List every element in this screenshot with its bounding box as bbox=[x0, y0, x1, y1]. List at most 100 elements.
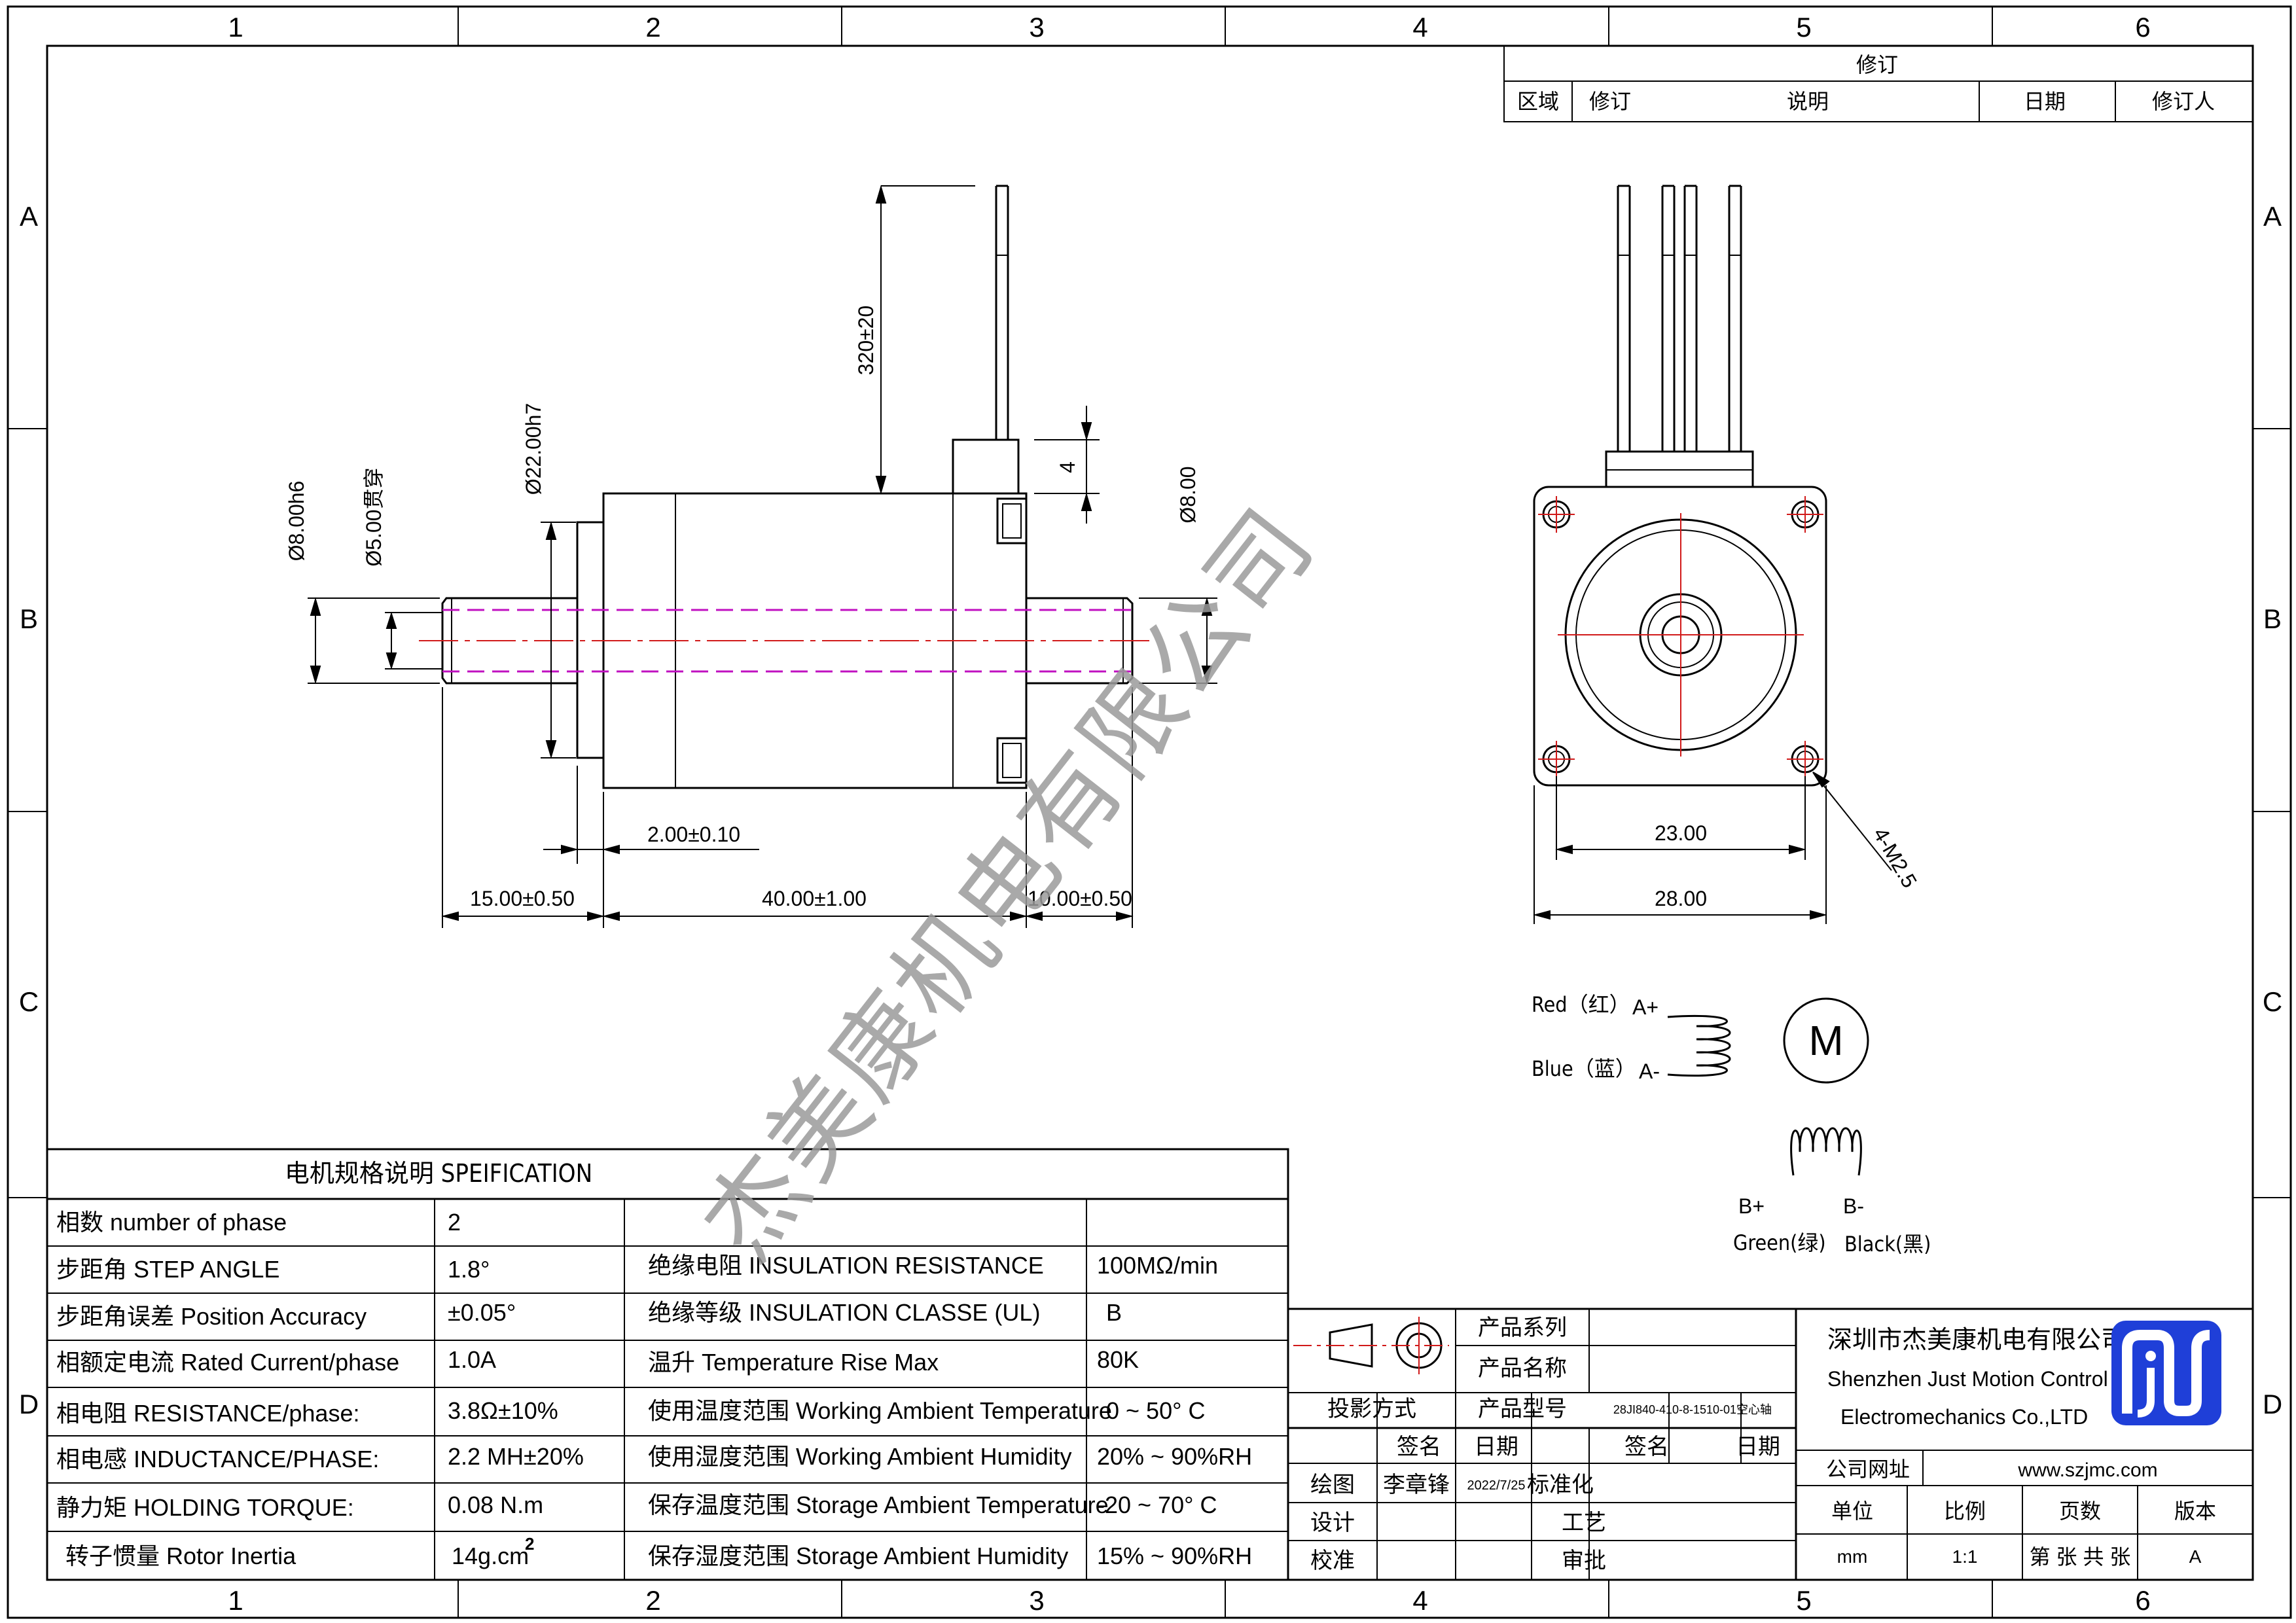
dim-body-length: 40.00±1.00 bbox=[762, 887, 867, 910]
revision-header: 修订 bbox=[1589, 90, 1631, 113]
pages-value: 第 张 共 张 bbox=[2030, 1545, 2131, 1569]
col-label: 2 bbox=[645, 1585, 660, 1616]
row-label: C bbox=[2263, 986, 2282, 1017]
col-label: 4 bbox=[1412, 12, 1427, 43]
col-label: 6 bbox=[2135, 12, 2150, 43]
revision-header: 日期 bbox=[2024, 90, 2066, 113]
spec-param-value: 20% ~ 90%RH bbox=[1097, 1443, 1252, 1470]
spec-param-name: 绝缘等级 INSULATION CLASSE (UL) bbox=[648, 1299, 1040, 1326]
spec-param-value: ±0.05° bbox=[448, 1299, 516, 1326]
col-label: 6 bbox=[2135, 1585, 2150, 1616]
col-label: 1 bbox=[228, 12, 243, 43]
wire-blue-label: Blue（蓝） bbox=[1532, 1056, 1636, 1081]
dim-lead-exit: 4 bbox=[1056, 461, 1079, 473]
spec-param-name: 使用湿度范围 Working Ambient Humidity bbox=[648, 1443, 1072, 1470]
side-dimension-labels: 320±20 4 Ø8.00h6 Ø5.00贯穿 Ø22.00h7 Ø8.00 … bbox=[285, 306, 1200, 910]
spec-param-name: 相数 number of phase bbox=[56, 1209, 287, 1236]
hidden-bore bbox=[442, 609, 1132, 673]
approve-label: 审批 bbox=[1562, 1548, 1606, 1573]
dim-rear-shaft: 10.00±0.50 bbox=[1028, 887, 1132, 910]
draw-label: 绘图 bbox=[1310, 1472, 1355, 1497]
date-header: 日期 bbox=[1474, 1435, 1518, 1459]
title-block: 产品系列 产品名称 投影方式 产品型号 28JI840-410-8-1510-0… bbox=[1287, 1308, 2254, 1581]
spec-param-name: 相电感 INDUCTANCE/PHASE: bbox=[56, 1446, 379, 1472]
dim-boss-dia: Ø22.00h7 bbox=[522, 403, 545, 495]
spec-param-name: 绝缘电阻 INSULATION RESISTANCE bbox=[648, 1252, 1044, 1279]
sign-header: 签名 bbox=[1624, 1435, 1669, 1459]
drawer-name: 李章锋 bbox=[1383, 1472, 1450, 1497]
spec-param-name: 温升 Temperature Rise Max bbox=[648, 1349, 939, 1376]
sign-header: 签名 bbox=[1397, 1435, 1441, 1459]
website-label: 公司网址 bbox=[1826, 1457, 1910, 1481]
spec-table: 电机规格说明 SPEIFICATION 相数 number of phase 2… bbox=[46, 1148, 1289, 1581]
side-dimensions bbox=[308, 185, 1217, 928]
dim-lead-length: 320±20 bbox=[854, 306, 878, 376]
company-name-cn: 深圳市杰美康机电有限公司 bbox=[1827, 1327, 2126, 1354]
company-name-en: Shenzhen Just Motion Control bbox=[1827, 1367, 2108, 1391]
product-series-label: 产品系列 bbox=[1478, 1315, 1567, 1340]
front-dimension-labels: 23.00 28.00 4-M2.5 bbox=[1655, 821, 1922, 910]
dim-shaft-dia-right: Ø8.00 bbox=[1176, 466, 1200, 523]
scale-label: 比例 bbox=[1944, 1499, 1986, 1523]
website-value: www.szjmc.com bbox=[2017, 1459, 2157, 1481]
revision-title: 修订 bbox=[1856, 53, 1898, 77]
motor-label: M bbox=[1808, 1017, 1843, 1064]
col-label: 3 bbox=[1029, 12, 1044, 43]
frame-labels: 1 2 3 4 5 6 1 2 3 4 5 6 A B C D A B C D bbox=[19, 12, 2282, 1616]
projection-label: 投影方式 bbox=[1327, 1397, 1416, 1421]
wire-red-label: Red（红） bbox=[1532, 992, 1630, 1017]
dim-boss-length: 2.00±0.10 bbox=[647, 823, 740, 846]
motor-symbol bbox=[1783, 997, 1869, 1084]
col-label: 5 bbox=[1796, 1585, 1811, 1616]
spec-param-name: 静力矩 HOLDING TORQUE: bbox=[56, 1494, 354, 1521]
spec-param-value: 3.8Ω±10% bbox=[448, 1397, 558, 1424]
spec-param-value: 80K bbox=[1097, 1346, 1139, 1373]
spec-param-value: -20 ~ 70° C bbox=[1097, 1491, 1217, 1518]
row-label: B bbox=[20, 603, 38, 634]
spec-param-value: 1.8° bbox=[448, 1256, 490, 1283]
col-label: 3 bbox=[1029, 1585, 1044, 1616]
process-label: 工艺 bbox=[1562, 1510, 1606, 1535]
dim-front-shaft: 15.00±0.50 bbox=[470, 887, 575, 910]
front-centerlines bbox=[1538, 496, 1823, 777]
spec-param-name: 步距角 STEP ANGLE bbox=[56, 1256, 279, 1283]
spec-param-value: 1.0A bbox=[448, 1346, 496, 1373]
watermark: 杰美康机电有限公司 bbox=[683, 488, 1335, 1279]
version-value: A bbox=[2189, 1546, 2202, 1567]
spec-param-name: 使用温度范围 Working Ambient Temperature bbox=[648, 1397, 1112, 1424]
date-header: 日期 bbox=[1736, 1435, 1780, 1459]
row-label: A bbox=[2263, 201, 2282, 232]
side-view bbox=[441, 185, 1134, 789]
dim-flange-size: 28.00 bbox=[1655, 887, 1707, 910]
spec-param-value: 14g.cm bbox=[452, 1543, 529, 1569]
row-label: A bbox=[20, 201, 38, 232]
revision-header: 区域 bbox=[1517, 90, 1559, 113]
spec-param-name: 保存温度范围 Storage Ambient Temperature bbox=[648, 1491, 1109, 1518]
phase-a-plus: A+ bbox=[1632, 995, 1659, 1019]
wiring-diagram: Red（红） Blue（蓝） A+ A- B+ B- Green(绿) Blac… bbox=[1532, 992, 1931, 1257]
row-label: D bbox=[2263, 1389, 2282, 1419]
revision-header: 修订人 bbox=[2152, 90, 2215, 113]
spec-param-name: 保存湿度范围 Storage Ambient Humidity bbox=[648, 1543, 1068, 1569]
dim-thread: 4-M2.5 bbox=[1869, 823, 1922, 891]
draw-date: 2022/7/25 bbox=[1467, 1478, 1526, 1493]
col-label: 4 bbox=[1412, 1585, 1427, 1616]
dim-bore-dia: Ø5.00贯穿 bbox=[362, 467, 386, 566]
spec-param-value: B bbox=[1106, 1299, 1122, 1326]
product-model-value: 28JI840-410-8-1510-01空心轴 bbox=[1613, 1403, 1772, 1416]
standard-label: 标准化 bbox=[1527, 1472, 1594, 1497]
spec-param-name: 转子惯量 Rotor Inertia bbox=[65, 1543, 296, 1569]
design-label: 设计 bbox=[1310, 1510, 1355, 1535]
row-label: C bbox=[19, 986, 39, 1017]
dim-shaft-dia: Ø8.00h6 bbox=[285, 481, 308, 562]
company-name-en: Electromechanics Co.,LTD bbox=[1840, 1405, 2088, 1429]
projection-symbol bbox=[1293, 1317, 1449, 1374]
product-model-label: 产品型号 bbox=[1478, 1397, 1567, 1421]
front-dimensions bbox=[1533, 772, 1892, 924]
phase-b-minus: B- bbox=[1843, 1194, 1864, 1218]
unit-label: 单位 bbox=[1831, 1499, 1873, 1523]
row-label: B bbox=[2263, 603, 2282, 634]
spec-title: 电机规格说明 SPEIFICATION bbox=[285, 1159, 592, 1188]
scale-value: 1:1 bbox=[1952, 1546, 1978, 1567]
phase-a-minus: A- bbox=[1639, 1060, 1660, 1083]
